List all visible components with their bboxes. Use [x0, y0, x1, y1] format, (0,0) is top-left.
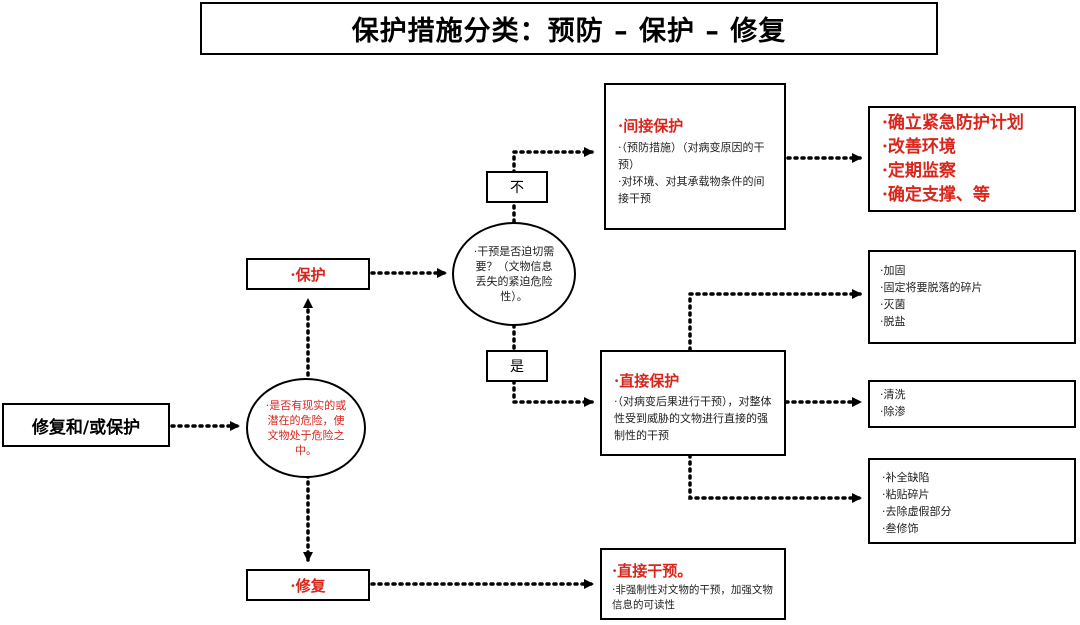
node-root: 修复和/或保护: [2, 403, 170, 447]
direct-action: ·灭菌: [880, 298, 906, 311]
direct-action: ·去除虚假部分: [882, 505, 952, 518]
node-root-label: 修复和/或保护: [31, 417, 141, 438]
label-no: 不: [486, 171, 548, 203]
node-indirect-line: ·（预防措施）（对病变原因的干预）: [618, 141, 765, 171]
node-intervention-line: ·非强制性对文物的干预，加强文物信息的可读性: [612, 584, 773, 611]
node-risk-question: ·是否有现实的或潜在的危险，使文物处于危险之中。: [246, 378, 366, 478]
indirect-action: ·定期监察: [882, 161, 956, 181]
node-indirect-line: ·对环境、对其承载物条件的间接干预: [618, 175, 765, 205]
direct-action: ·脱盐: [880, 315, 906, 328]
node-indirect-protection: ·间接保护 ·（预防措施）（对病变原因的干预） ·对环境、对其承载物条件的间接干…: [604, 83, 786, 230]
node-risk-question-text: ·是否有现实的或潜在的危险，使文物处于危险之中。: [265, 399, 347, 457]
node-protect-label: ·保护: [290, 265, 326, 284]
node-protect: ·保护: [246, 258, 370, 290]
direct-action: ·粘贴碎片: [882, 488, 930, 501]
direct-action: ·叁修饰: [882, 522, 919, 535]
node-direct-protection: ·直接保护 ·（对病变后果进行干预），对整体性受到威胁的文物进行直接的强制性的干…: [600, 350, 786, 456]
direct-action: ·加固: [880, 264, 906, 277]
diagram-title: 保护措施分类：预防 – 保护 – 修复: [200, 2, 938, 55]
node-direct-line: ·（对病变后果进行干预），对整体性受到威胁的文物进行直接的强制性的干预: [614, 395, 772, 442]
label-yes-text: 是: [510, 359, 524, 375]
direct-action: ·固定将要脱落的碎片: [880, 281, 983, 294]
direct-action: ·除渗: [880, 405, 906, 418]
direct-action: ·清洗: [880, 388, 906, 401]
node-repair: ·修复: [246, 569, 370, 601]
node-direct-actions-3: ·补全缺陷 ·粘贴碎片 ·去除虚假部分 ·叁修饰: [868, 458, 1076, 544]
edge-direct-to-actions-1: [688, 289, 862, 352]
node-intervene-question: ·干预是否迫切需要？（文物信息丢失的紧迫危险性）。: [452, 222, 576, 326]
node-direct-heading: ·直接保护: [614, 372, 680, 390]
indirect-action: ·改善环境: [882, 137, 956, 157]
direct-action: ·补全缺陷: [882, 471, 930, 484]
indirect-action: ·确定支撑、等: [882, 185, 990, 205]
indirect-action: ·确立紧急防护计划: [882, 113, 1024, 133]
node-intervention-heading: ·直接干预。: [612, 562, 693, 580]
node-repair-label: ·修复: [290, 576, 326, 595]
node-direct-intervention: ·直接干预。 ·非强制性对文物的干预，加强文物信息的可读性: [600, 548, 786, 620]
node-direct-actions-2: ·清洗 ·除渗: [868, 380, 1076, 428]
label-no-text: 不: [510, 180, 524, 196]
node-direct-actions-1: ·加固 ·固定将要脱落的碎片 ·灭菌 ·脱盐: [868, 250, 1076, 344]
node-intervene-question-text: ·干预是否迫切需要？（文物信息丢失的紧迫危险性）。: [473, 245, 555, 303]
edge-direct-to-actions-3: [688, 453, 862, 503]
label-yes: 是: [486, 350, 548, 382]
edge-question-to-direct: [512, 323, 594, 407]
node-indirect-heading: ·间接保护: [618, 117, 684, 135]
node-indirect-actions: ·确立紧急防护计划 ·改善环境 ·定期监察 ·确定支撑、等: [868, 106, 1076, 212]
